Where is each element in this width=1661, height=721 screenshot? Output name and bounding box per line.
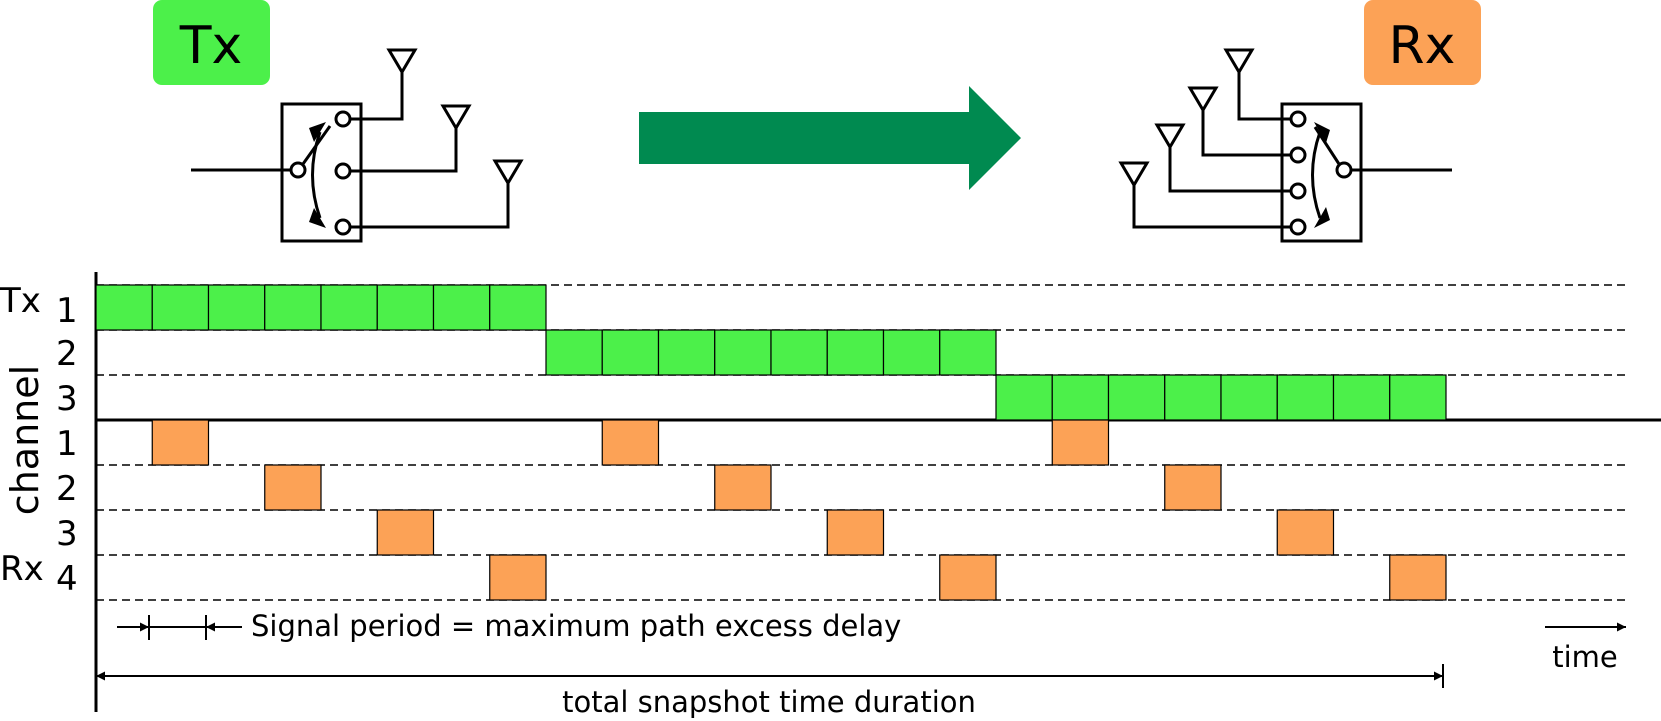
tx-block [995,374,1053,421]
schedule-blocks [95,284,1447,601]
tx-badge [153,0,270,85]
tx-block [657,329,716,376]
rx-block [826,509,885,556]
total-duration-text: total snapshot time duration [562,685,976,719]
rx-channel-4-label: 4 [56,559,78,599]
tx-block [1051,374,1110,421]
tx-block [1389,374,1447,421]
rx-block [151,419,210,466]
tx-block [1164,374,1222,421]
rx-block [264,464,322,511]
tx-block [1332,374,1391,421]
rx-block [1164,464,1222,511]
rx-badge-label: Rx [1389,16,1456,76]
rx-block [714,464,772,511]
transmission-arrow [639,86,1021,190]
rx-block [489,554,547,601]
tx-antenna-switch [191,48,524,243]
tx-channel-1-label: 1 [56,291,78,331]
rx-block [939,554,997,601]
tx-block [826,329,885,376]
tx-block [1276,374,1335,421]
rx-axis-label: Rx [0,549,44,589]
time-label: time [1552,640,1618,674]
tx-channel-2-label: 2 [56,334,78,374]
tx-block [882,329,941,376]
tx-block [264,284,322,331]
rx-block [601,419,660,466]
tx-block [601,329,660,376]
tx-block [207,284,266,331]
rx-badge [1364,0,1481,85]
rx-channel-3-label: 3 [56,514,78,554]
tx-block [1220,374,1278,421]
tx-channel-3-label: 3 [56,379,78,419]
tx-axis-label: Tx [0,281,41,321]
tx-block [432,284,491,331]
tx-block [320,284,378,331]
tx-badge-label: Tx [179,16,243,76]
rx-channel-2-label: 2 [56,469,78,509]
tx-block [770,329,828,376]
rx-block [1276,509,1335,556]
tx-block [376,284,435,331]
rx-block [1051,419,1110,466]
tx-block [95,284,153,331]
total-duration-marker [96,664,1444,688]
tx-block [489,284,547,331]
rx-channel-1-label: 1 [56,424,78,464]
signal-period-marker [117,615,242,640]
channel-axis-label: channel [3,365,47,515]
tx-block [151,284,210,331]
tx-block [714,329,772,376]
signal-period-text: Signal period = maximum path excess dela… [251,609,901,643]
rx-antenna-switch [1118,48,1452,243]
tx-block [545,329,603,376]
rx-block [376,509,435,556]
rx-block [1389,554,1447,601]
tx-block [939,329,997,376]
tx-block [1107,374,1166,421]
